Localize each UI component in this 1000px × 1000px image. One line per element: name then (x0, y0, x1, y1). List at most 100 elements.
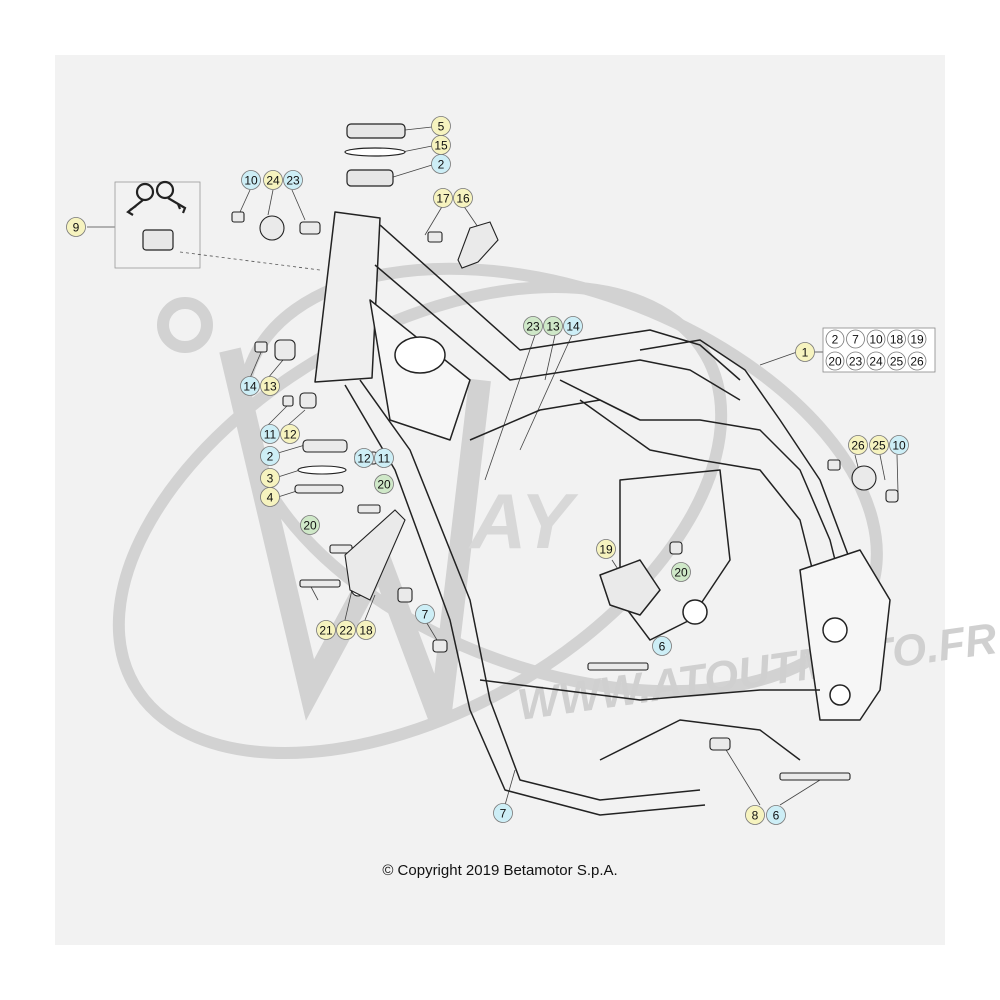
kit-item-badge (846, 351, 865, 371)
engine-mount-hole (682, 599, 708, 625)
callout-badge (260, 446, 280, 466)
callout-24: 24 (263, 170, 283, 190)
kit-item-badge (825, 329, 845, 349)
callout-badge (889, 435, 909, 455)
pivot-hole-lower (829, 684, 851, 706)
callout-badge (280, 424, 300, 444)
callout-23: 23 (283, 170, 303, 190)
callout-1: 1 (795, 342, 815, 362)
callout-label: 11 (378, 452, 391, 466)
callout-badge (433, 188, 453, 208)
callout-20: 20 (671, 562, 691, 582)
callout-22: 22 (336, 620, 356, 640)
kit-item-2: 2 (825, 329, 845, 349)
nut-18-a (397, 587, 413, 603)
callout-label: 20 (303, 519, 317, 533)
callout-2: 2 (260, 446, 280, 466)
nut-10 (885, 489, 899, 503)
kit-item-label: 25 (890, 355, 904, 369)
callout-label: 10 (244, 174, 258, 188)
bolt-26 (827, 459, 841, 471)
kit-item-24: 24 (866, 351, 886, 371)
callout-6: 6 (766, 805, 786, 825)
pivot-hole (822, 617, 848, 643)
callout-10: 10 (889, 435, 909, 455)
callout-badge (848, 435, 868, 455)
callout-13: 13 (543, 316, 563, 336)
callout-label: 15 (434, 139, 448, 153)
callout-badge (240, 376, 260, 396)
callout-label: 2 (267, 450, 274, 464)
callout-15: 15 (431, 135, 451, 155)
watermark-orbit-1 (112, 280, 728, 760)
clip-8 (709, 737, 731, 751)
callout-5: 5 (431, 116, 451, 136)
bracket-19 (599, 559, 661, 616)
callout-13: 13 (260, 376, 280, 396)
kit-item-badge (846, 329, 865, 349)
callout-badge (563, 316, 583, 336)
callout-label: 12 (357, 452, 371, 466)
callout-6: 6 (652, 636, 672, 656)
callout-badge (766, 805, 786, 825)
kit-item-18: 18 (887, 329, 906, 349)
callout-18: 18 (356, 620, 376, 640)
callout-11: 11 (260, 424, 280, 444)
lock-cylinder (142, 229, 174, 251)
callout-badge (543, 316, 563, 336)
callout-badge (374, 474, 394, 494)
kit-item-badge (907, 329, 927, 349)
kit-item-label: 10 (869, 333, 883, 347)
callout-badge (431, 154, 451, 174)
subframe-rail (639, 339, 851, 561)
callout-badge (260, 376, 280, 396)
seal-15 (344, 147, 406, 157)
callout-badge (869, 435, 889, 455)
callout-label: 13 (546, 320, 560, 334)
callout-badge (795, 342, 815, 362)
bolt-10 (231, 211, 245, 223)
spacer-12 (299, 392, 317, 409)
bushing-23 (299, 221, 321, 235)
callout-25: 25 (869, 435, 889, 455)
callout-label: 8 (752, 809, 759, 823)
callout-19: 19 (596, 539, 616, 559)
callout-label: 10 (892, 439, 906, 453)
diagram-panel (55, 55, 945, 945)
callout-7: 7 (415, 604, 435, 624)
callout-badge (241, 170, 261, 190)
callout-label: 20 (674, 566, 688, 580)
steering-head (314, 211, 381, 383)
callout-label: 16 (456, 192, 470, 206)
callout-badge (356, 620, 376, 640)
callout-21: 21 (316, 620, 336, 640)
nut-20-c (669, 541, 683, 555)
callout-label: 12 (283, 428, 297, 442)
kit-item-label: 2 (832, 333, 839, 347)
callout-label: 7 (500, 807, 507, 821)
callout-label: 6 (773, 809, 780, 823)
callout-badge (260, 487, 280, 507)
callout-14: 14 (240, 376, 260, 396)
callout-label: 1 (802, 346, 809, 360)
kit-item-badge (887, 351, 906, 371)
bracket-16 (457, 221, 499, 269)
callout-label: 13 (263, 380, 277, 394)
callout-label: 18 (359, 624, 373, 638)
callout-label: 19 (599, 543, 613, 557)
kit-item-badge (866, 329, 886, 349)
down-tube-rear (344, 384, 706, 816)
callout-label: 7 (422, 608, 429, 622)
kit-item-label: 24 (869, 355, 883, 369)
ignition-key-group (114, 180, 321, 271)
kit-item-label: 18 (890, 333, 904, 347)
callout-12: 12 (280, 424, 300, 444)
kit-item-20: 20 (825, 351, 845, 371)
callout-9: 9 (66, 217, 86, 237)
down-tube-front (359, 379, 701, 801)
callout-label: 6 (659, 640, 666, 654)
callout-label: 21 (319, 624, 333, 638)
callout-label: 26 (851, 439, 865, 453)
